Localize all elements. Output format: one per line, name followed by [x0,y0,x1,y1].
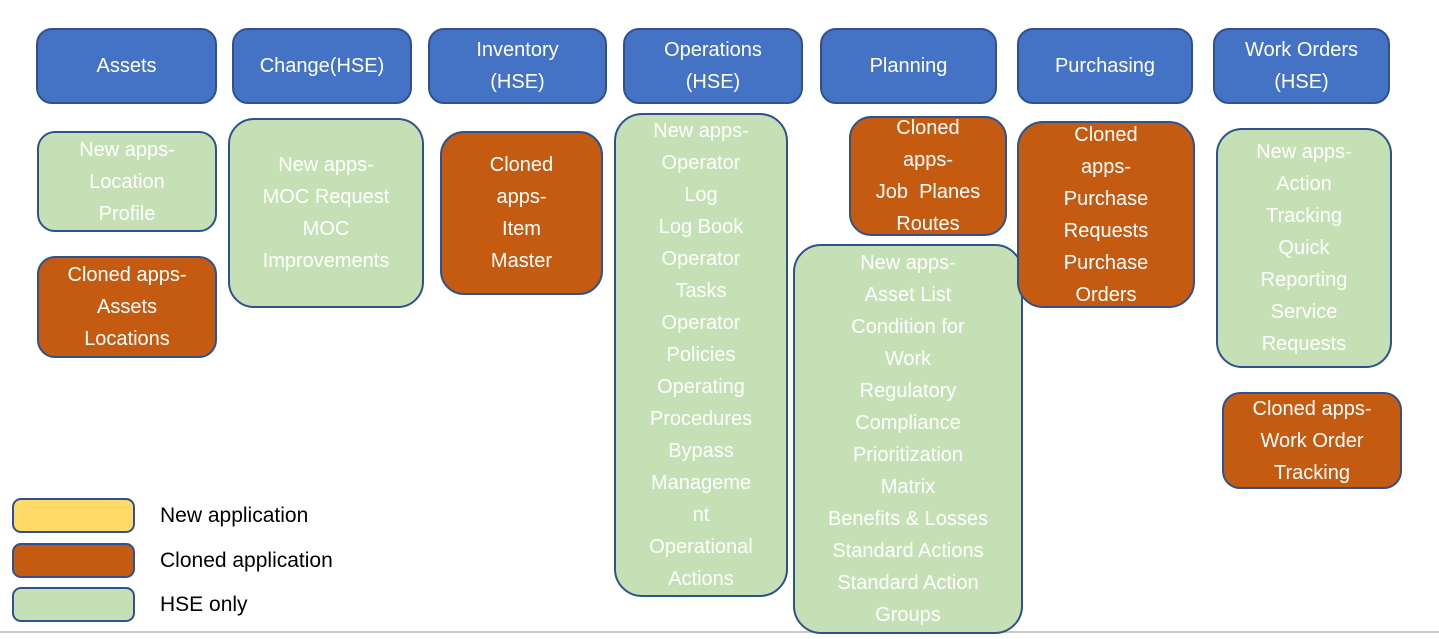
inventory-header: Inventory (HSE) [428,28,607,104]
purchasing-cloned-apps-box: Cloned apps- Purchase Requests Purchase … [1017,121,1195,308]
work-orders-header: Work Orders (HSE) [1213,28,1390,104]
change-new-apps-box: New apps- MOC Request MOC Improvements [228,118,424,308]
legend-label-hse-only: HSE only [160,592,248,616]
inventory-cloned-apps-box: Cloned apps- Item Master [440,131,603,295]
legend-swatch-cloned-application [12,543,135,578]
legend-label-new-application: New application [160,503,309,527]
change-header: Change(HSE) [232,28,412,104]
planning-header: Planning [820,28,997,104]
slide-bottom-edge [0,631,1439,633]
legend-swatch-hse-only [12,587,135,622]
assets-new-apps-box: New apps- Location Profile [37,131,217,232]
assets-cloned-apps-box: Cloned apps- Assets Locations [37,256,217,358]
operations-header: Operations (HSE) [623,28,803,104]
planning-new-apps-box: New apps- Asset List Condition for Work … [793,244,1023,634]
legend-swatch-new-application [12,498,135,533]
operations-new-apps-box: New apps- Operator Log Log Book Operator… [614,113,788,597]
work-orders-new-apps-box: New apps- Action Tracking Quick Reportin… [1216,128,1392,368]
planning-cloned-apps-box: Cloned apps- Job Planes Routes [849,116,1007,236]
work-orders-cloned-apps-box: Cloned apps- Work Order Tracking [1222,392,1402,489]
assets-header: Assets [36,28,217,104]
purchasing-header: Purchasing [1017,28,1193,104]
legend-label-cloned-application: Cloned application [160,548,333,572]
